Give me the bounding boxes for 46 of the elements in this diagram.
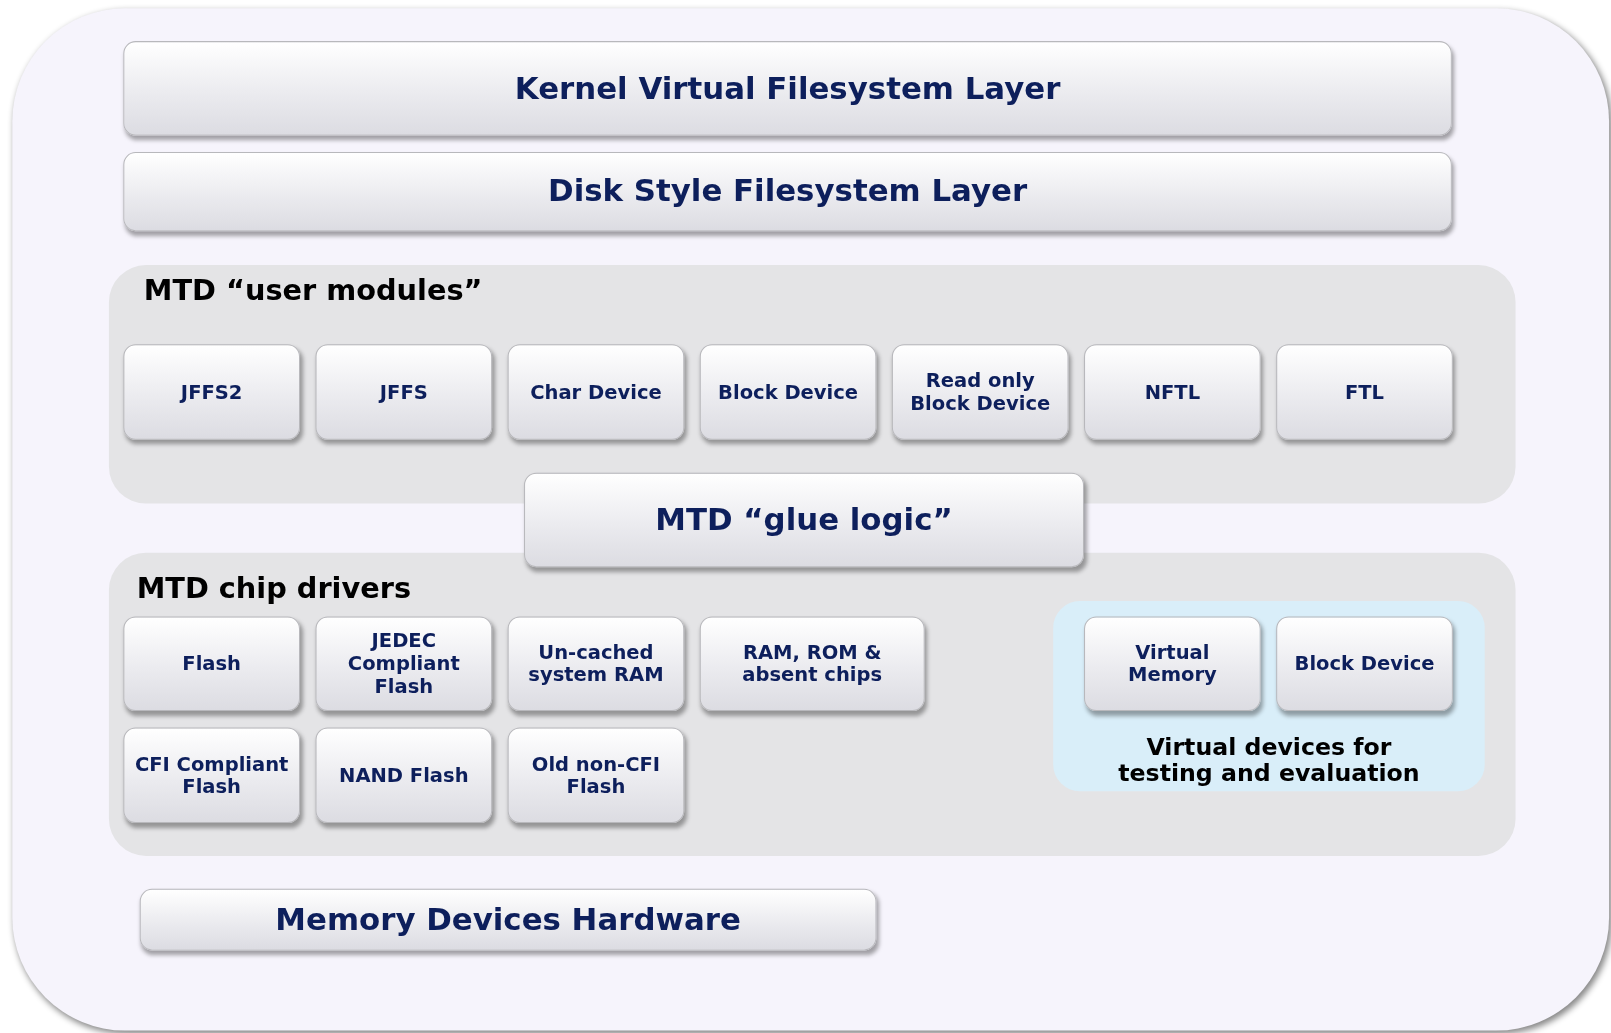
layer-label: Block Device xyxy=(1294,652,1435,675)
layer-label: JEDEC Compliant Flash xyxy=(346,630,461,698)
layer-label: Memory Devices Hardware xyxy=(275,901,741,938)
layer-label: NFTL xyxy=(1144,380,1201,404)
layer-label: Virtual Memory xyxy=(1127,641,1218,687)
layer-box xyxy=(315,344,493,440)
layer-box xyxy=(123,41,1452,136)
layer-box xyxy=(1276,344,1453,440)
layer-box xyxy=(507,727,685,824)
layer-label: RAM, ROM & absent chips xyxy=(741,641,884,687)
group-panel xyxy=(108,265,1516,504)
layer-box xyxy=(1084,344,1261,440)
layer-label: Block Device xyxy=(718,380,859,404)
layer-label: NAND Flash xyxy=(339,764,469,787)
layer-label: CFI Compliant Flash xyxy=(134,752,289,798)
layer-label: Old non-CFI Flash xyxy=(530,752,662,798)
layer-box xyxy=(123,727,301,824)
layer-label: JFFS2 xyxy=(180,380,243,404)
layer-box xyxy=(1276,616,1453,712)
layer-label: Disk Style Filesystem Layer xyxy=(548,173,1028,210)
layer-label: FTL xyxy=(1344,380,1385,404)
layer-box xyxy=(699,344,877,440)
layer-label: Char Device xyxy=(530,380,662,404)
layer-label: Un-cached system RAM xyxy=(527,641,665,687)
layer-box xyxy=(507,616,685,712)
layer-box xyxy=(1084,616,1261,712)
group-heading: Virtual devices for testing and evaluation xyxy=(1117,734,1421,787)
group-panel xyxy=(108,552,1516,856)
group-heading: MTD “user modules” xyxy=(143,273,483,308)
layer-box xyxy=(123,152,1452,232)
layer-label: JFFS xyxy=(379,380,428,404)
layer-box xyxy=(699,616,925,712)
layer-box xyxy=(123,616,301,712)
layer-box xyxy=(315,616,493,712)
layer-box xyxy=(315,727,493,824)
layer-box xyxy=(524,472,1084,568)
highlight-panel xyxy=(1053,601,1485,792)
layer-label: Kernel Virtual Filesystem Layer xyxy=(514,70,1061,107)
layer-box xyxy=(123,344,301,440)
layer-box xyxy=(891,344,1069,440)
layer-label: Read only Block Device xyxy=(909,369,1052,415)
layer-box xyxy=(139,888,877,951)
layer-box xyxy=(507,344,685,440)
layer-label: Flash xyxy=(182,652,242,675)
group-heading: MTD chip drivers xyxy=(136,571,412,606)
layer-label: MTD “glue logic” xyxy=(655,502,953,538)
